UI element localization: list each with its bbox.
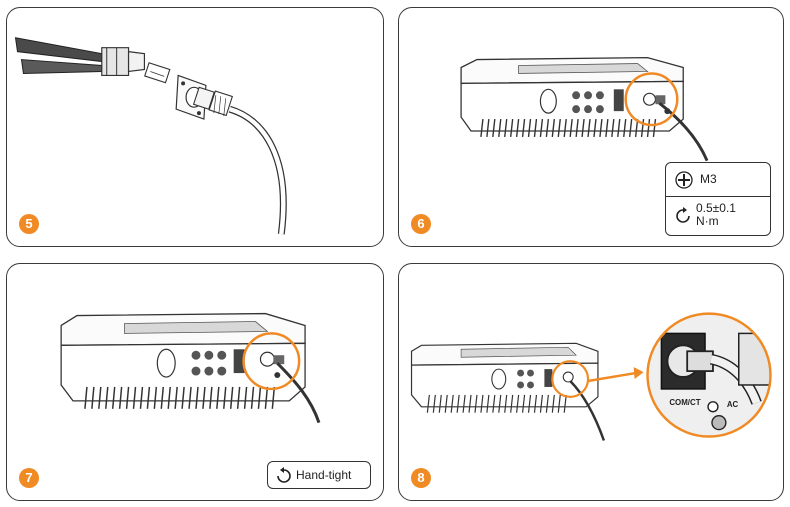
rotate-cw-icon (274, 466, 294, 486)
step-badge: 7 (19, 468, 39, 488)
phillips-screwdriver-icon (674, 170, 694, 190)
inverter-with-callout-illustration: COM/CT AC (399, 264, 783, 500)
step-8-panel: COM/CT AC 8 (398, 263, 784, 501)
callout-label-ac: AC (727, 400, 739, 409)
step-7-panel: Hand-tight 7 (6, 263, 384, 501)
tighten-note-label: Hand-tight (296, 468, 351, 482)
callout-label-comct: COM/CT (669, 398, 700, 407)
step-badge: 5 (19, 214, 39, 234)
torque-spec-box: M3 0.5±0.1 N·m (665, 162, 771, 236)
step-5-panel: 5 (6, 7, 384, 247)
tighten-note-box: Hand-tight (267, 461, 371, 489)
step-badge: 8 (411, 468, 431, 488)
step-6-panel: M3 0.5±0.1 N·m 6 (398, 7, 784, 247)
screw-size-label: M3 (700, 172, 717, 186)
torque-label: 0.5±0.1 N·m (696, 202, 736, 228)
torque-unit: N·m (696, 215, 736, 228)
step-badge: 6 (411, 214, 431, 234)
rotate-ccw-icon (673, 206, 693, 226)
crimping-tool-illustration (7, 8, 383, 246)
